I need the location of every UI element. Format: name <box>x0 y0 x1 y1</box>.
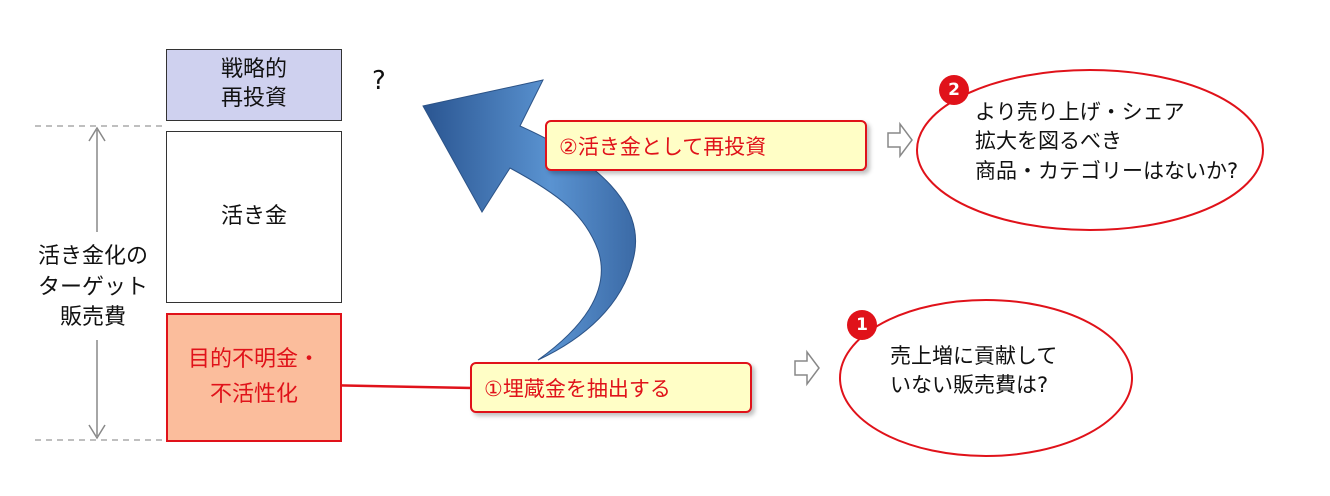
step2-label: ②活き金として再投資 <box>559 134 767 159</box>
reinvest-curved-arrow <box>422 79 637 361</box>
step2-question: より売り上げ・シェア 拡大を図るべき 商品・カテゴリーはないか? <box>975 100 1239 183</box>
step1-callout: ①埋蔵金を抽出する <box>470 362 752 413</box>
question-ellipse-2 <box>916 69 1264 231</box>
strategic-reinvestment-box: 戦略的 再投資 <box>166 49 342 121</box>
range-double-arrow <box>88 126 106 440</box>
purpose-unclear-box: 目的不明金・ 不活性化 <box>166 313 342 442</box>
step2-number-badge: 2 <box>939 75 969 105</box>
target-label: 活き金化の ターゲット 販売費 <box>37 243 148 331</box>
step1-question: 売上増に貢献して いない販売費は? <box>890 344 1058 398</box>
block-arrow-1 <box>794 349 820 387</box>
step1-number-badge: 1 <box>847 310 877 340</box>
question-ellipse-1 <box>839 299 1133 457</box>
connector-line <box>319 383 473 390</box>
question-mark: ? <box>372 66 386 96</box>
ikigane-box: 活き金 <box>166 131 342 303</box>
step2-callout: ②活き金として再投資 <box>545 120 867 171</box>
step1-label: ①埋蔵金を抽出する <box>484 376 671 401</box>
block-arrow-2 <box>887 121 913 159</box>
